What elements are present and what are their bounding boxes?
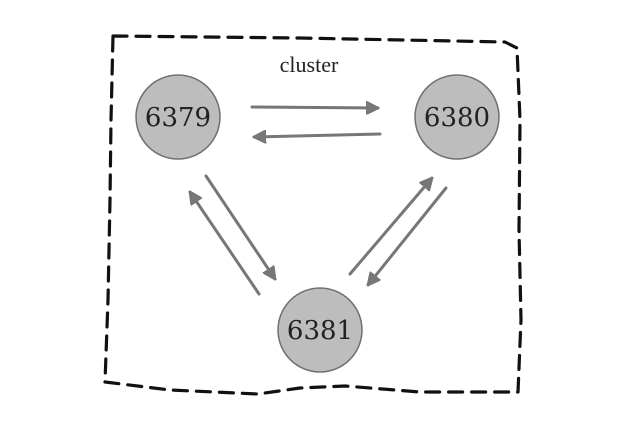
arrow-6379-to-6381	[204, 174, 277, 279]
node-6379-circle	[135, 74, 221, 160]
node-6379-label: 6379	[145, 103, 211, 133]
node-6381-circle	[277, 287, 363, 373]
arrow-6379-to-6380	[250, 107, 380, 108]
cluster-boundary	[103, 34, 523, 396]
arrow-6381-to-6380	[348, 178, 432, 276]
node-6381-label: 6381	[287, 316, 353, 346]
arrow-6381-to-6379	[188, 192, 261, 296]
node-6379: 6379	[135, 74, 221, 160]
node-6380-label: 6380	[424, 103, 490, 133]
arrow-6380-to-6381	[368, 186, 448, 285]
node-6381: 6381	[277, 287, 363, 373]
node-6380-circle	[414, 74, 500, 160]
node-6380: 6380	[414, 74, 500, 160]
arrow-6380-to-6379	[254, 134, 382, 137]
cluster-label: cluster	[280, 52, 339, 77]
